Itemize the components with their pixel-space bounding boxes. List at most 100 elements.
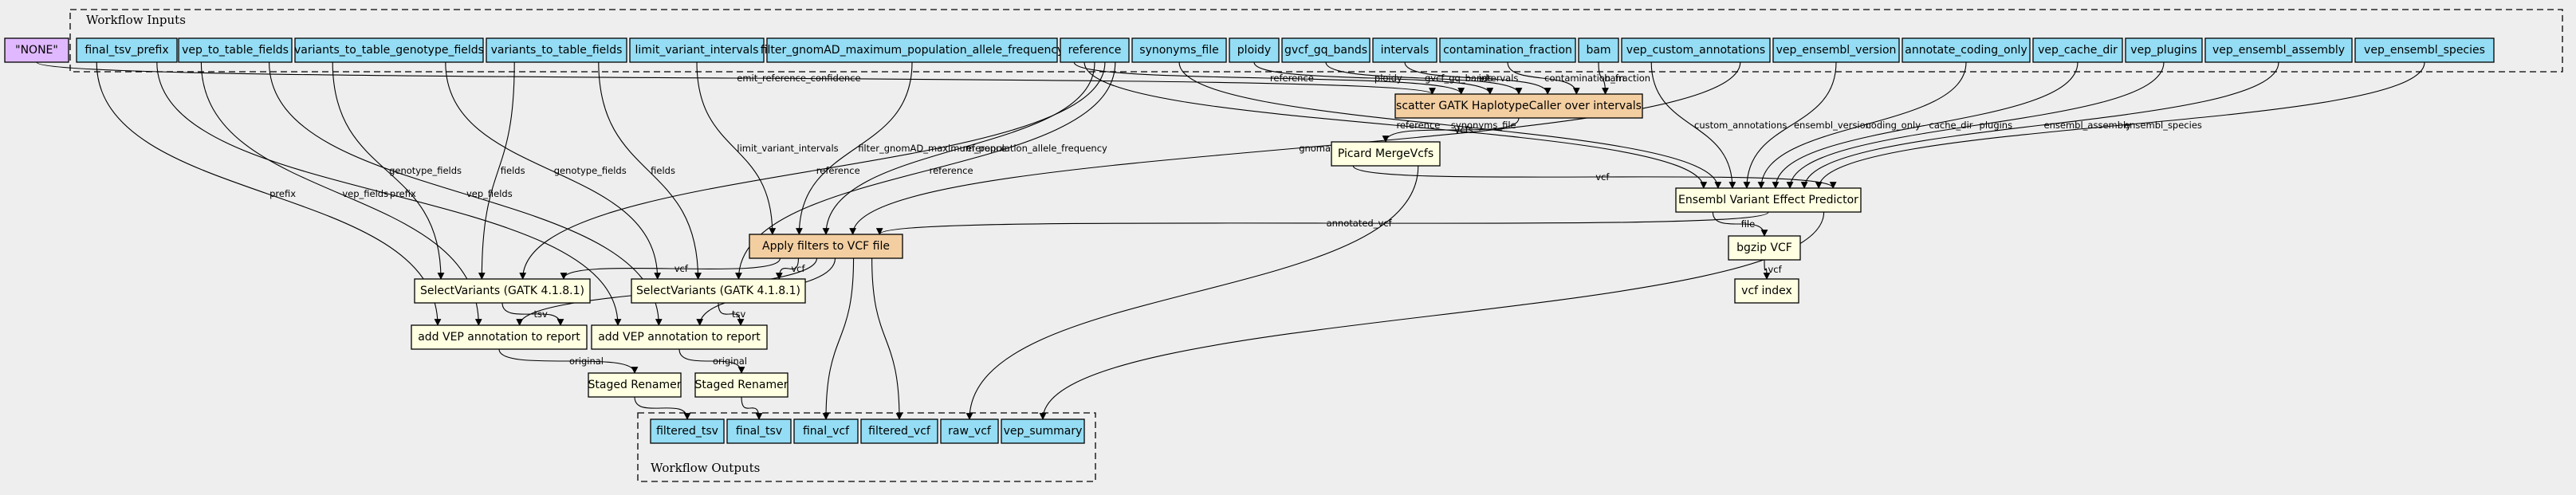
node-label: vep_ensembl_assembly xyxy=(2212,44,2345,57)
node-selectvariants-1: SelectVariants (GATK 4.1.8.1) xyxy=(414,278,591,304)
node-label: contamination_fraction xyxy=(1443,44,1572,57)
node-label: "NONE" xyxy=(15,44,58,57)
node-box xyxy=(1621,37,1771,63)
node-label: SelectVariants (GATK 4.1.8.1) xyxy=(420,285,584,297)
edge-variants_to_table_fields-to-selectvariants_1 xyxy=(478,61,515,280)
edge-mergevcfs-to-raw_vcf xyxy=(966,165,1419,420)
edge-label: genotype_fields xyxy=(554,165,627,176)
node-selectvariants-2: SelectVariants (GATK 4.1.8.1) xyxy=(631,278,806,304)
node-final-tsv: final_tsv xyxy=(726,418,792,444)
node-label: synonyms_file xyxy=(1139,44,1218,57)
edge-label: custom_annotations xyxy=(1694,120,1787,131)
node-haplotypecaller: scatter GATK HaplotypeCaller over interv… xyxy=(1394,93,1643,119)
node-mergevcfs: Picard MergeVcfs xyxy=(1331,141,1441,167)
node-label: filtered_tsv xyxy=(656,425,718,438)
node-box xyxy=(1675,187,1862,213)
edge-label: filter_gnomAD_maximum_population_allele_… xyxy=(858,143,1107,154)
edge-reference-to-apply_filters xyxy=(822,61,1095,235)
edge-vep_ensembl_species-to-vep xyxy=(1815,61,2425,189)
edge-none-to-haplotypecaller xyxy=(36,61,1436,95)
edge-vep_ensembl_version-to-vep xyxy=(1743,61,1837,189)
edge-variants_to_table_fields-to-selectvariants_2 xyxy=(598,61,702,280)
edge-reference-to-vep xyxy=(1083,61,1708,189)
node-bam: bam xyxy=(1578,37,1619,63)
node-label: Staged Renamer xyxy=(588,379,682,391)
edge-renamer_1-to-filtered_tsv xyxy=(634,396,691,420)
edge-variants_to_table_genotype_fields-to-selectvariants_1 xyxy=(332,61,445,280)
node-box xyxy=(629,37,765,63)
node-box xyxy=(631,278,806,304)
node-limit-variant-intervals: limit_variant_intervals xyxy=(629,37,765,63)
node-label: gvcf_gq_bands xyxy=(1284,44,1367,57)
edge-limit_variant_intervals-to-apply_filters xyxy=(696,61,777,235)
edge-label: annotated_vcf xyxy=(1327,218,1393,229)
edge-label: fields xyxy=(501,165,525,176)
edge-label: vcfs xyxy=(1455,124,1473,136)
node-box xyxy=(414,278,591,304)
workflow-outputs-cluster xyxy=(637,412,1096,482)
node-box xyxy=(294,37,484,63)
node-final-tsv-prefix: final_tsv_prefix xyxy=(76,37,178,63)
node-label: Picard MergeVcfs xyxy=(1338,147,1434,160)
edge-label: plugins xyxy=(1980,120,2013,131)
node-box xyxy=(2125,37,2203,63)
node-box xyxy=(2354,37,2495,63)
node-box xyxy=(1728,235,1801,261)
node-label: vcf index xyxy=(1741,285,1792,297)
edge-vep_to_table_fields-to-vep_report_1 xyxy=(200,61,482,326)
edge-label: tsv xyxy=(732,308,746,320)
node-box xyxy=(940,418,999,444)
edge-label: limit_variant_intervals xyxy=(737,143,838,154)
node-box xyxy=(766,37,1058,63)
node-box xyxy=(1131,37,1227,63)
edge-label: vcf xyxy=(674,263,689,274)
node-variants-to-table-fields: variants_to_table_fields xyxy=(486,37,627,63)
edge-label: reference xyxy=(816,165,860,176)
node-box xyxy=(178,37,293,63)
edge-label: ensembl_version xyxy=(1794,120,1871,131)
edge-label: vep_fields xyxy=(342,188,388,199)
node-label: final_tsv_prefix xyxy=(85,44,168,57)
node-label: vep_summary xyxy=(1004,425,1083,438)
node-box xyxy=(4,37,69,63)
node-box xyxy=(1229,37,1280,63)
node-label: bam xyxy=(1586,44,1610,57)
node-box xyxy=(591,324,768,350)
edge-vep-to-apply_filters xyxy=(876,211,1769,235)
node-label: Staged Renamer xyxy=(695,379,789,391)
edge-synonyms_file-to-vep xyxy=(1178,61,1722,189)
edge-label: vep_fields xyxy=(466,188,513,199)
node-box xyxy=(726,418,792,444)
edge-label: original xyxy=(569,356,604,367)
edge-variants_to_table_genotype_fields-to-selectvariants_2 xyxy=(445,61,662,280)
edge-layer xyxy=(36,61,2425,420)
node-label: SelectVariants (GATK 4.1.8.1) xyxy=(636,285,800,297)
node-box xyxy=(2032,37,2123,63)
edge-vep_custom_annotations-to-apply_filters xyxy=(849,61,1741,235)
node-contamination-fraction: contamination_fraction xyxy=(1439,37,1576,63)
node-filtered-vcf: filtered_vcf xyxy=(860,418,938,444)
edge-vep_cache_dir-to-vep xyxy=(1772,61,2078,189)
node-box xyxy=(2204,37,2353,63)
edge-vep_plugins-to-vep xyxy=(1786,61,2165,189)
node-box xyxy=(1281,37,1371,63)
node-vcf-index: vcf index xyxy=(1734,278,1799,304)
edge-label: reference xyxy=(1396,120,1440,131)
node-variants-to-table-genotype-fields: variants_to_table_genotype_fields xyxy=(294,37,484,63)
node-box xyxy=(1331,141,1441,167)
node-vep: Ensembl Variant Effect Predictor xyxy=(1675,187,1862,213)
node-box xyxy=(486,37,627,63)
node-box xyxy=(76,37,178,63)
edge-vep_report_1-to-renamer_1 xyxy=(498,348,639,374)
node-label: vep_custom_annotations xyxy=(1626,44,1765,57)
edge-ploidy-to-haplotypecaller xyxy=(1253,61,1494,95)
node-label: ploidy xyxy=(1237,44,1271,57)
edge-label: ploidy xyxy=(1375,73,1402,84)
workflow-inputs-cluster xyxy=(69,9,2563,73)
node-label: vep_ensembl_version xyxy=(1776,44,1897,57)
node-box xyxy=(1902,37,2031,63)
node-box xyxy=(694,372,789,398)
node-renamer-1: Staged Renamer xyxy=(588,372,682,398)
